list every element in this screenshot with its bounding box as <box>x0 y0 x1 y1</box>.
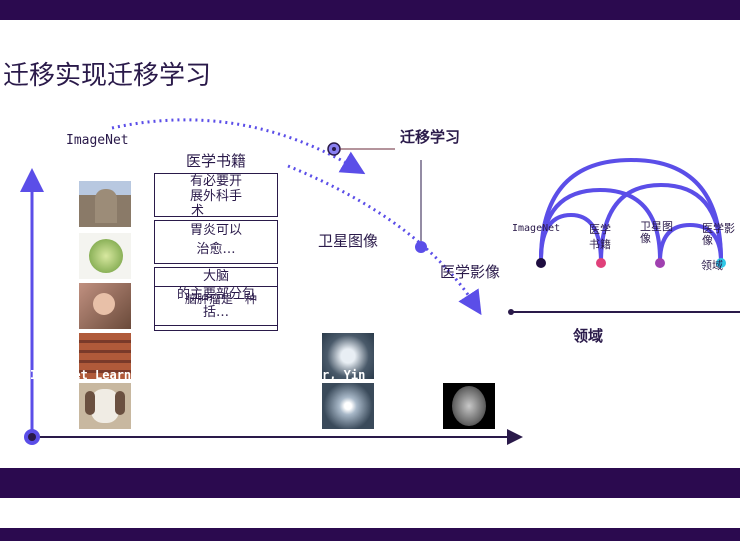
arc-node-3 <box>655 258 665 268</box>
banner-mid-text: r, Yin <box>322 368 366 382</box>
banner-right-text: ing <box>460 368 482 382</box>
transfer-node-1-center <box>332 147 336 151</box>
text-box-2: 胃炎可以 治愈… <box>154 220 278 264</box>
arc-label-imagenet: ImageNet <box>512 223 561 234</box>
roof-tiles-image <box>79 333 131 379</box>
baby-image <box>79 283 131 329</box>
box-divider-2 <box>154 325 278 326</box>
domain-label: 领域 <box>573 327 604 345</box>
text-box-1: 有必要开 展外科手 术 <box>154 173 278 217</box>
text-box-3-line-1: 大脑 <box>202 269 229 284</box>
top-band <box>0 0 740 20</box>
imagenet-label: ImageNet <box>66 133 129 148</box>
text-box-3-line-2: 的主要部分包 <box>176 287 255 302</box>
text-box-3-overlay: 脑肿瘤是一种 <box>185 292 258 306</box>
arc-imagenet-books <box>539 212 603 264</box>
arc-node-4 <box>716 258 726 268</box>
arc-label-med-books: 医学书籍 <box>589 223 611 251</box>
med-imaging-label: 医学影像 <box>440 263 501 281</box>
banner-left-text: ImageNet Learning <box>30 368 153 382</box>
arc-label-satellite: 卫星图像 <box>640 220 673 245</box>
text-box-2-line-2: 治愈… <box>196 242 236 257</box>
text-box-1-line-2: 展外科手 <box>189 189 242 204</box>
bottom-band-2 <box>0 528 740 541</box>
text-box-1-line-1: 有必要开 <box>189 174 242 189</box>
building-image <box>79 181 131 227</box>
satellite-label: 卫星图像 <box>318 232 379 250</box>
text-box-3-line-3: 括… <box>202 305 229 320</box>
transfer-arc-mid <box>287 164 482 316</box>
origin-dot-inner <box>28 433 36 441</box>
arc-imagenet-sat <box>539 187 662 261</box>
arc-books-medimg <box>599 182 723 264</box>
arc-sat-medimg <box>658 222 723 263</box>
brain-scan-image <box>443 383 495 429</box>
text-box-1-line-3: 术 <box>191 204 205 217</box>
domain-axis-start <box>508 309 514 315</box>
arc-node-domain-label: 领域 <box>701 259 723 272</box>
satellite-image-1 <box>322 333 374 379</box>
arc-node-2 <box>596 258 606 268</box>
bottom-band <box>0 468 740 498</box>
slide-title: 迁移实现迁移学习 <box>3 61 212 91</box>
med-books-label: 医学书籍 <box>186 152 247 170</box>
transfer-learning-label: 迁移学习 <box>400 128 461 146</box>
cabbage-image <box>79 233 131 279</box>
text-box-2-line-1: 胃炎可以 <box>189 223 242 238</box>
satellite-image-2 <box>322 383 374 429</box>
transfer-node-2 <box>415 241 427 253</box>
box-divider <box>154 286 278 287</box>
arc-node-1 <box>536 258 546 268</box>
arc-imagenet-medimg <box>539 157 723 261</box>
arc-label-med-imaging: 医学影像 <box>702 222 735 247</box>
dog-image <box>79 383 131 429</box>
text-box-3: 大脑 脑肿瘤是一种 的主要部分包 括… <box>154 267 278 331</box>
